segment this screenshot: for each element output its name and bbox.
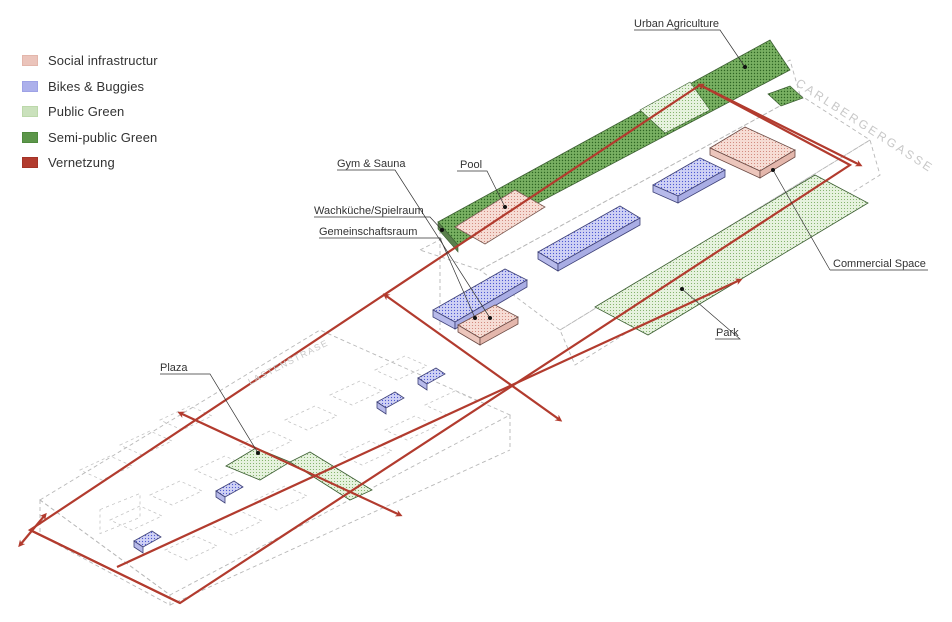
- semi-public-green-swatch-icon: [22, 131, 38, 143]
- bikes-swatch-icon: [22, 80, 38, 92]
- legend-label: Semi-public Green: [48, 129, 158, 145]
- label-gym-sauna: Gym & Sauna: [337, 158, 406, 170]
- street-carlbergergasse: CARLBERGERGASSE: [793, 76, 936, 176]
- label-park: Park: [716, 327, 739, 339]
- legend-label: Bikes & Buggies: [48, 78, 145, 94]
- label-urban-agriculture: Urban Agriculture: [634, 18, 719, 30]
- label-wachkueche: Wachküche/Spielraum: [314, 205, 424, 217]
- legend-item-social: Social infrastructur: [22, 48, 158, 74]
- legend-item-public-green: Public Green: [22, 99, 158, 125]
- callout-dots: [256, 65, 775, 455]
- legend-item-bikes: Bikes & Buggies: [22, 74, 158, 100]
- legend-label: Social infrastructur: [48, 53, 158, 69]
- street-lastenstrasse: LASTENSTRASE: [246, 337, 330, 386]
- label-plaza: Plaza: [160, 362, 188, 374]
- label-pool: Pool: [460, 159, 482, 171]
- social-swatch-icon: [22, 55, 38, 67]
- label-commercial-space: Commercial Space: [833, 258, 926, 270]
- public-green-swatch-icon: [22, 106, 38, 118]
- legend-item-vernetzung: Vernetzung: [22, 150, 158, 176]
- legend-label: Vernetzung: [48, 155, 115, 171]
- legend: Social infrastructur Bikes & Buggies Pub…: [22, 48, 158, 176]
- vernetzung-swatch-icon: [22, 157, 38, 169]
- callout-leaders: [160, 29, 928, 454]
- label-gemeinschaftsraum: Gemeinschaftsraum: [319, 226, 417, 238]
- park-area: [594, 174, 869, 336]
- legend-label: Public Green: [48, 104, 125, 120]
- legend-item-semi-public-green: Semi-public Green: [22, 125, 158, 151]
- vernetzung-network: [18, 83, 863, 605]
